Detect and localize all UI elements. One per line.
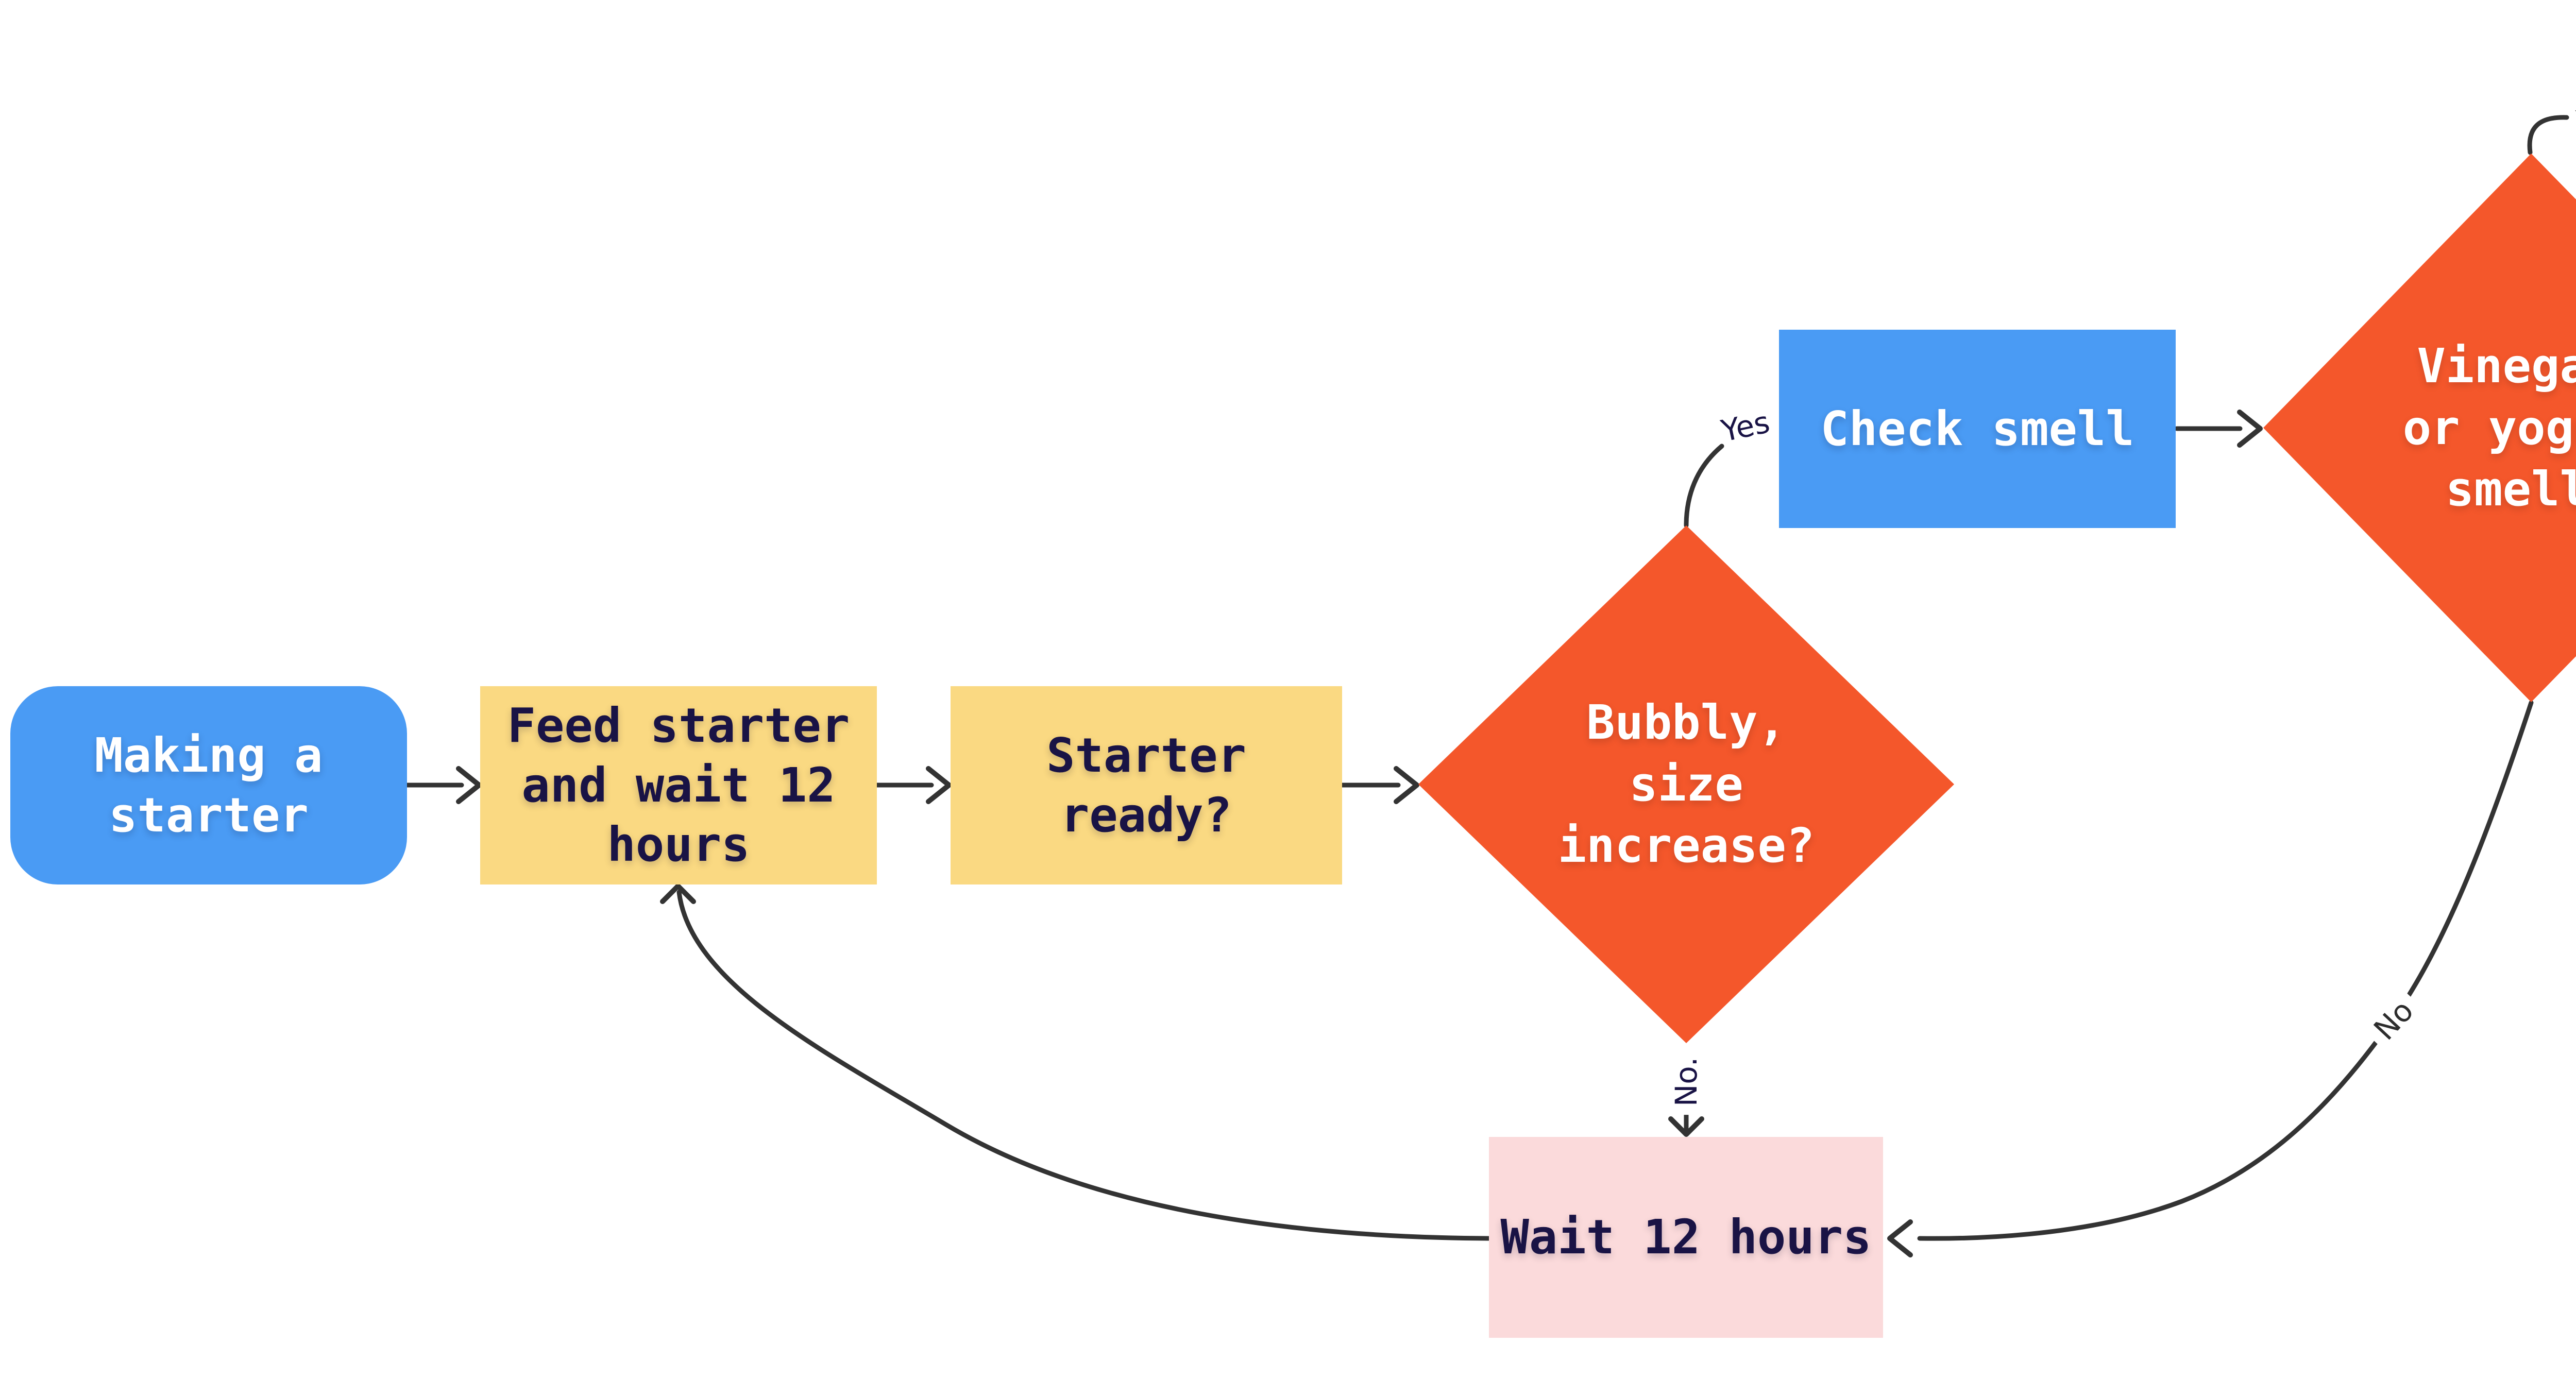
edge-feed-ready-arrowhead-icon	[926, 766, 952, 804]
node-making-a-starter[interactable]: Making a starter	[10, 686, 407, 884]
node-check-smell-label: Check smell	[1820, 401, 2134, 456]
node-feed-starter[interactable]: Feed starter and wait 12 hours	[480, 686, 877, 884]
edge-ready-bubbly-arrowhead-icon	[1394, 766, 1419, 804]
edge-making-feed-arrowhead-icon	[456, 766, 482, 804]
edge-vinegary-no-wait[interactable]	[1917, 700, 2534, 1241]
edge-bubbly-no-arrowhead-icon	[1668, 1116, 1704, 1137]
edge-label-bubbly-no[interactable]: No.	[1665, 1048, 1708, 1115]
edge-bubbly-yes-check[interactable]	[1684, 444, 1724, 528]
node-making-a-starter-label: Making a starter	[94, 727, 323, 843]
node-starter-ready[interactable]: Starter ready?	[951, 686, 1342, 884]
decision-bubbly-label: Bubbly, size increase?	[1557, 695, 1815, 874]
node-wait-12-hours[interactable]: Wait 12 hours	[1489, 1137, 1883, 1338]
edge-check-vinegary-arrowhead-icon	[2237, 410, 2263, 448]
node-wait-12-hours-label: Wait 12 hours	[1500, 1210, 1872, 1265]
node-feed-starter-label: Feed starter and wait 12 hours	[507, 697, 850, 873]
node-starter-ready-label: Starter ready?	[1046, 727, 1246, 843]
edge-wait-feed-arrowhead-icon	[660, 883, 696, 904]
decision-vinegary-label: Vinegary or yogurt smell?	[2402, 338, 2576, 517]
node-check-smell[interactable]: Check smell	[1779, 330, 2176, 528]
edge-wait-feed[interactable]	[676, 890, 1492, 1241]
edge-vinegary-no-arrowhead-icon	[1887, 1219, 1913, 1257]
edge-vinegary-yes-curve[interactable]	[2527, 115, 2569, 155]
